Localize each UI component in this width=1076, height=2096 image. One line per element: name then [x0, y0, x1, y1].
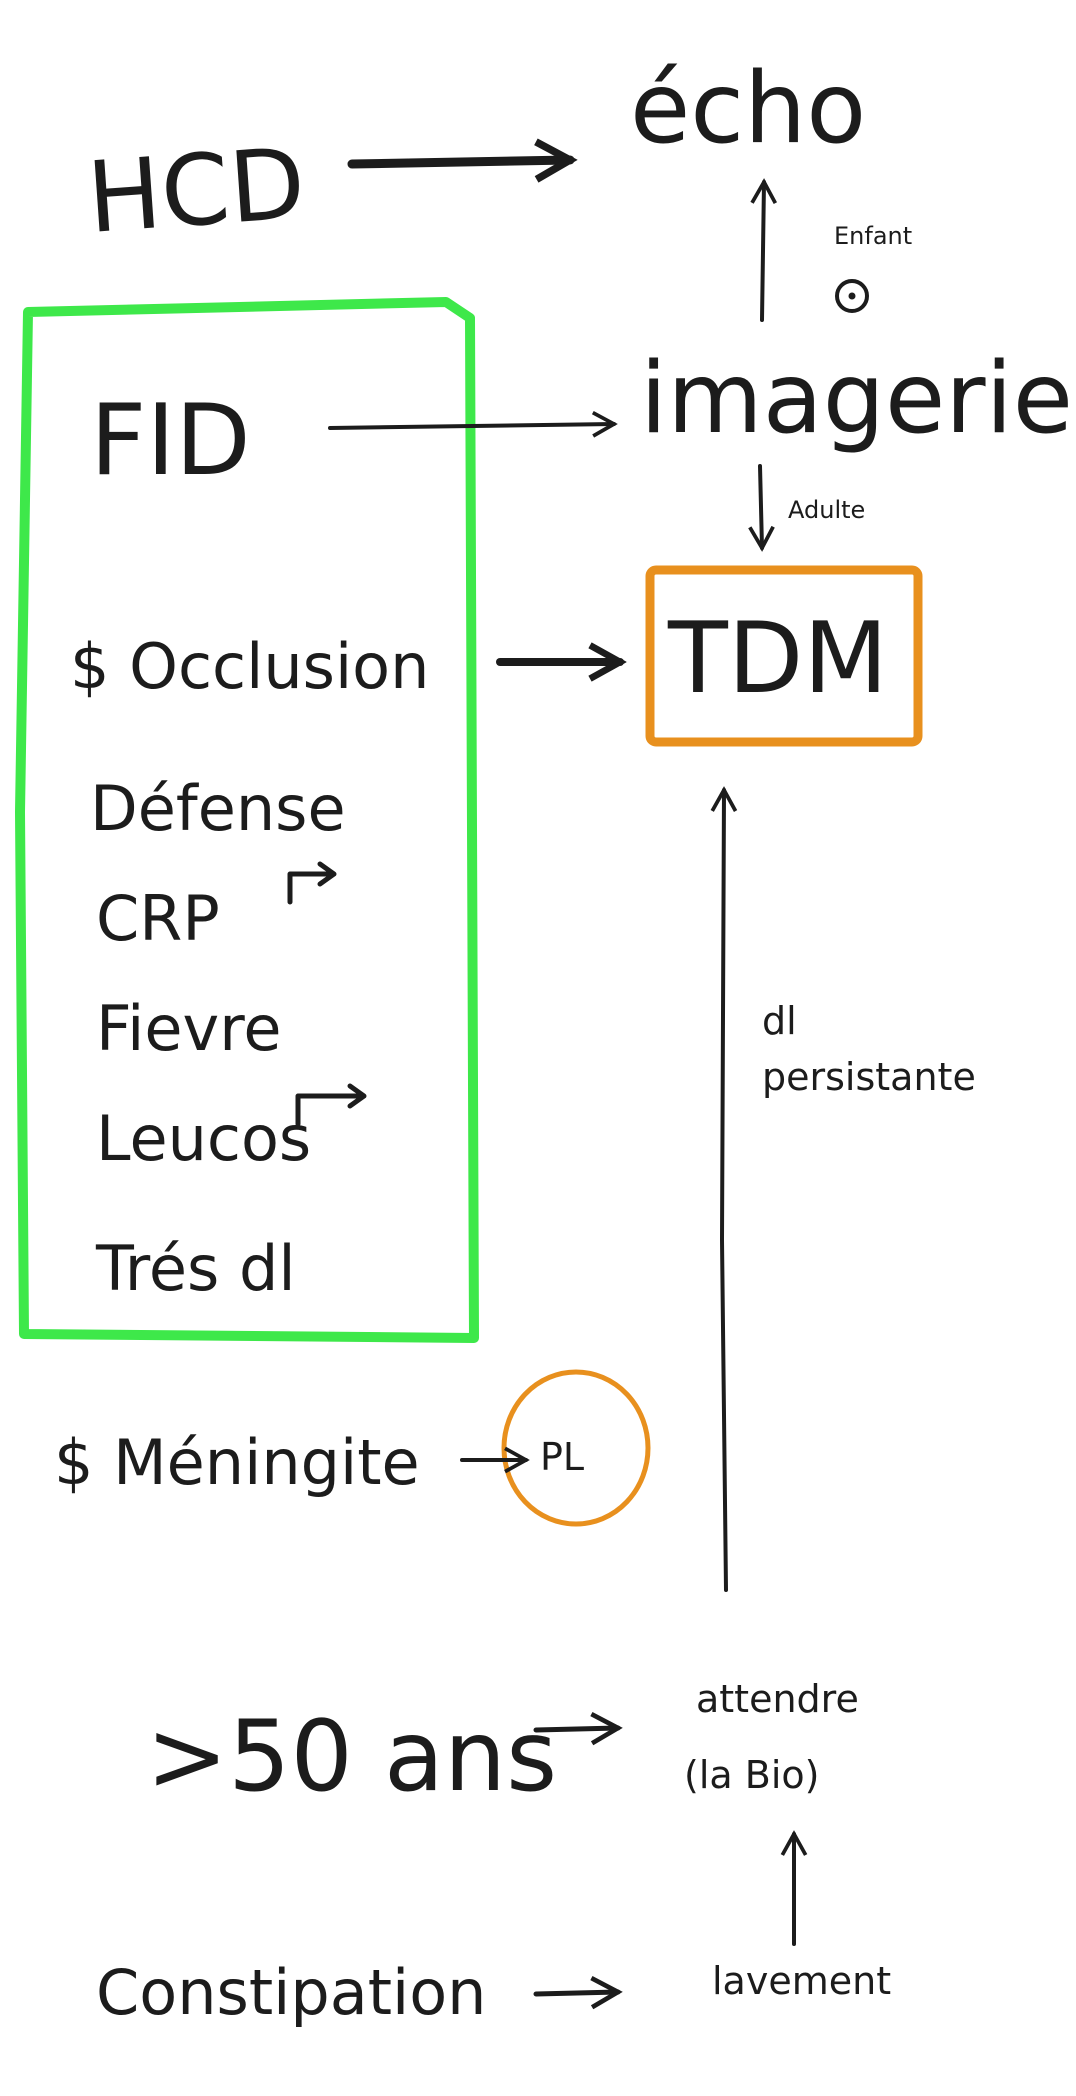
age-label: >50 ans [146, 1700, 557, 1814]
arrow-imagerie-to-echo [750, 178, 778, 322]
arrow-up-right-icon [287, 861, 337, 905]
echo-label: écho [630, 52, 866, 166]
enfant-label: Enfant [834, 222, 912, 250]
hcd-label: HCD [84, 127, 309, 256]
tdm-label: TDM [667, 602, 888, 716]
fid-label: FID [90, 384, 251, 498]
pl-orange-circle [501, 1369, 651, 1527]
adulte-label: Adulte [788, 496, 865, 524]
green-criteria-box [15, 297, 479, 1343]
circle-dot-icon [835, 279, 869, 313]
tres-dl-label: Trés dl [95, 1232, 296, 1305]
arrow-hcd-to-echo [347, 160, 570, 164]
attendre-label: attendre [696, 1677, 859, 1721]
arrow-up-right-icon [295, 1083, 367, 1127]
crp-label: CRP [96, 882, 220, 955]
defense-label: Défense [90, 772, 346, 845]
lavement-label: lavement [712, 1959, 891, 2003]
arrow-dl-persistante-to-tdm [710, 786, 738, 1592]
pl-label: PL [540, 1435, 584, 1479]
arrow-fid-to-imagerie [328, 410, 618, 438]
occlusion-label: $ Occlusion [70, 630, 429, 703]
arrow-imagerie-to-tdm [748, 464, 775, 552]
arrow-constipation-to-lavement [533, 1975, 623, 2010]
arrow-age-to-attendre [533, 1711, 623, 1746]
la-bio-label: (la Bio) [684, 1753, 819, 1797]
dl-label: dl [762, 999, 797, 1043]
persistante-label: persistante [762, 1055, 976, 1099]
leucos-label: Leucos [96, 1102, 311, 1175]
imagerie-label: imagerie [640, 342, 1073, 456]
fievre-label: Fievre [96, 992, 282, 1065]
constipation-label: Constipation [96, 1956, 486, 2029]
meningite-label: $ Méningite [54, 1426, 420, 1499]
tdm-orange-box [645, 565, 923, 747]
